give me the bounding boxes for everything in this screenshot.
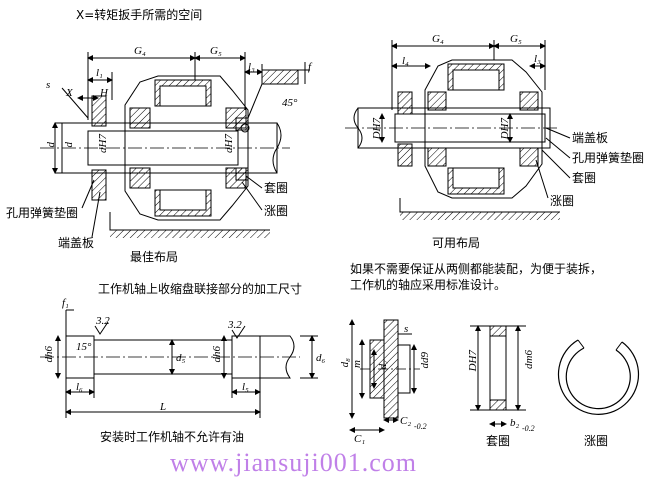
shaft-drawing (40, 309, 318, 418)
callout-circlip-left: 孔用弹簧垫圈 (6, 206, 79, 220)
usable-layout-drawing (345, 40, 571, 220)
dim-b2-tol: -0.2 (522, 424, 535, 433)
dim-dh7-b: dH7 (223, 134, 235, 153)
sleeve-drawing (470, 325, 526, 427)
callout-circlip-right: 孔用弹簧垫圈 (572, 151, 645, 165)
dim-l4: l₄ (402, 55, 409, 67)
dim-dm6: dm6 (523, 350, 535, 369)
dim-b2: b₂ (510, 417, 520, 429)
dim-g5-right: G₅ (510, 33, 522, 45)
expansion-ring-drawing (557, 339, 640, 415)
dim-l1: l₁ (96, 67, 103, 79)
note-line2: 工作机的轴应采用标准设计。 (350, 278, 507, 292)
dim-dh7-a: dH7 (97, 134, 109, 153)
dim-l6: l₆ (76, 381, 83, 393)
dim-g4-right: G₄ (432, 33, 444, 45)
x-note: X=转矩扳手所需的空间 (76, 8, 203, 22)
dim-d2: d (63, 142, 75, 148)
dim-s2: s (404, 323, 409, 335)
shaft-title: 工作机轴上收缩盘联接部分的加工尺寸 (98, 282, 303, 296)
shaft-note: 安装时工作机轴不允许有油 (100, 430, 245, 444)
dim-x: X (66, 87, 73, 99)
dim-angle15: 15° (76, 341, 92, 353)
dim-g5-left: G₅ (210, 45, 222, 57)
dim-m: m (351, 360, 363, 368)
dim-f1: f₁ (62, 297, 69, 309)
dim-L: L (160, 401, 167, 413)
best-layout-drawing (40, 52, 310, 238)
best-layout-caption: 最佳布局 (130, 250, 179, 264)
usable-layout-caption: 可用布局 (432, 236, 481, 250)
dim-d6: d₆ (316, 352, 326, 364)
callout-sleeve-left: 套圈 (264, 181, 289, 195)
dim-dh6-a: dh6 (43, 346, 55, 363)
dim-l5: l₅ (242, 381, 249, 393)
dim-roughness-b: 3.2 (228, 319, 242, 331)
dim-d5: d₅ (176, 352, 186, 364)
dim-dd9: dd9 (419, 352, 431, 369)
callout-expansion-left: 涨圈 (264, 204, 289, 218)
dim-c2: C₂ (400, 415, 412, 427)
cover-plate-drawing (349, 319, 420, 433)
note-line1: 如果不需要保证从两侧都能装配，为便于装拆， (350, 262, 603, 276)
dim-d7: d₇ (377, 360, 389, 370)
dim-DH7-right-a: DH7 (371, 118, 383, 140)
callout-sleeve-right: 套圈 (572, 171, 597, 185)
dim-roughness-a: 3.2 (96, 315, 110, 327)
watermark: www.jiansuji001.com (170, 448, 417, 477)
dim-s: s (46, 79, 51, 91)
dim-d: d (45, 142, 57, 148)
sleeve-caption: 套圈 (486, 434, 511, 448)
dim-l3-left: l₃ (248, 61, 255, 73)
dim-DH7-sleeve: DH7 (467, 350, 479, 372)
dim-DH7-right-b: DH7 (499, 118, 511, 140)
expansion-caption: 涨圈 (584, 434, 609, 448)
dim-f: f (308, 61, 312, 73)
dim-dh6-b: dh6 (211, 346, 223, 363)
dim-l3-right: l₃ (534, 53, 541, 65)
dim-c1: C₁ (354, 433, 366, 445)
dim-c2-tol: -0.2 (414, 422, 427, 431)
callout-end-cover-right: 端盖板 (572, 131, 609, 145)
callout-end-cover-left: 端盖板 (58, 236, 95, 250)
dim-h: H (100, 87, 108, 99)
dim-angle45: 45° (282, 97, 298, 109)
dim-g4-left: G₄ (134, 45, 146, 57)
callout-expansion-right: 涨圈 (550, 194, 575, 208)
